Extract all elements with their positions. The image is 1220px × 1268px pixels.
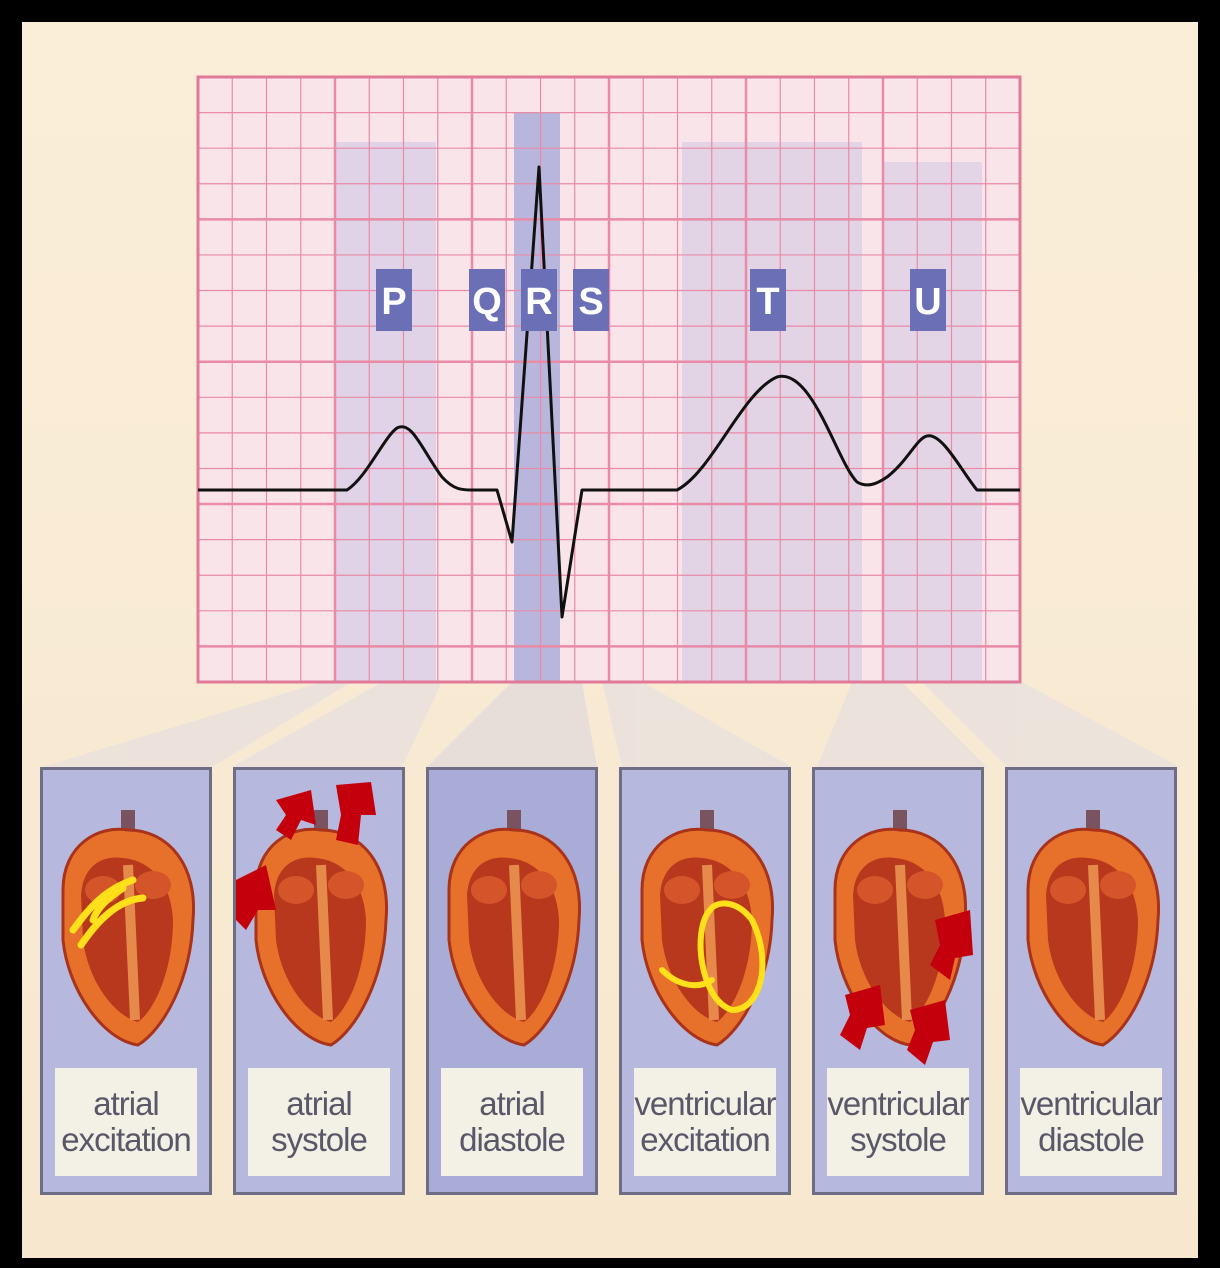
phase-caption: atrial systole: [248, 1068, 390, 1176]
wave-label-r: R: [521, 269, 557, 331]
caption-line-1: atrial: [286, 1086, 352, 1122]
caption-line-1: atrial: [93, 1086, 159, 1122]
wave-label-t: T: [750, 269, 786, 331]
caption-line-2: excitation: [640, 1122, 769, 1158]
heart-illustration: [429, 770, 595, 1070]
svg-text:R: R: [525, 281, 552, 323]
svg-text:U: U: [914, 281, 941, 323]
phase-caption: atrial diastole: [441, 1068, 583, 1176]
phase-caption: ventricular excitation: [634, 1068, 776, 1176]
wave-label-q: Q: [469, 269, 505, 331]
p-wave-region: [336, 142, 436, 682]
svg-text:P: P: [381, 281, 406, 323]
heart-illustration: [622, 770, 788, 1070]
diagram-frame: P Q R S T U: [22, 22, 1198, 1258]
phase-panel-ventricular-diastole: ventricular diastole: [1005, 767, 1177, 1195]
caption-line-1: ventricular: [827, 1086, 968, 1122]
wave-label-s: S: [573, 269, 609, 331]
phase-caption: ventricular systole: [827, 1068, 969, 1176]
caption-line-2: diastole: [1038, 1122, 1144, 1158]
wave-label-u: U: [910, 269, 946, 331]
heart-illustration: [815, 770, 981, 1070]
svg-text:T: T: [756, 281, 779, 323]
caption-line-1: atrial: [479, 1086, 545, 1122]
phase-caption: atrial excitation: [55, 1068, 197, 1176]
u-wave-region: [882, 162, 982, 682]
svg-text:Q: Q: [472, 281, 502, 323]
caption-line-2: systole: [271, 1122, 367, 1158]
heart-illustration: [43, 770, 209, 1070]
phase-panel-atrial-systole: atrial systole: [233, 767, 405, 1195]
phase-caption: ventricular diastole: [1020, 1068, 1162, 1176]
phase-panel-ventricular-excitation: ventricular excitation: [619, 767, 791, 1195]
caption-line-2: diastole: [459, 1122, 565, 1158]
t-wave-region: [682, 142, 862, 682]
connector-beams: [42, 682, 1180, 767]
svg-text:S: S: [578, 281, 603, 323]
phase-panel-atrial-diastole: atrial diastole: [426, 767, 598, 1195]
heart-shape: [449, 810, 580, 1045]
heart-shape: [1028, 810, 1159, 1045]
caption-line-2: excitation: [61, 1122, 190, 1158]
heart-shape: [256, 810, 387, 1045]
heart-illustration: [1008, 770, 1174, 1070]
caption-line-2: systole: [850, 1122, 946, 1158]
caption-line-1: ventricular: [1020, 1086, 1161, 1122]
heart-illustration: [236, 770, 402, 1070]
caption-line-1: ventricular: [634, 1086, 775, 1122]
phase-panel-atrial-excitation: atrial excitation: [40, 767, 212, 1195]
ecg-chart: P Q R S T U: [22, 22, 1198, 782]
phase-panel-ventricular-systole: ventricular systole: [812, 767, 984, 1195]
heart-shape: [63, 810, 194, 1045]
wave-label-p: P: [376, 269, 412, 331]
